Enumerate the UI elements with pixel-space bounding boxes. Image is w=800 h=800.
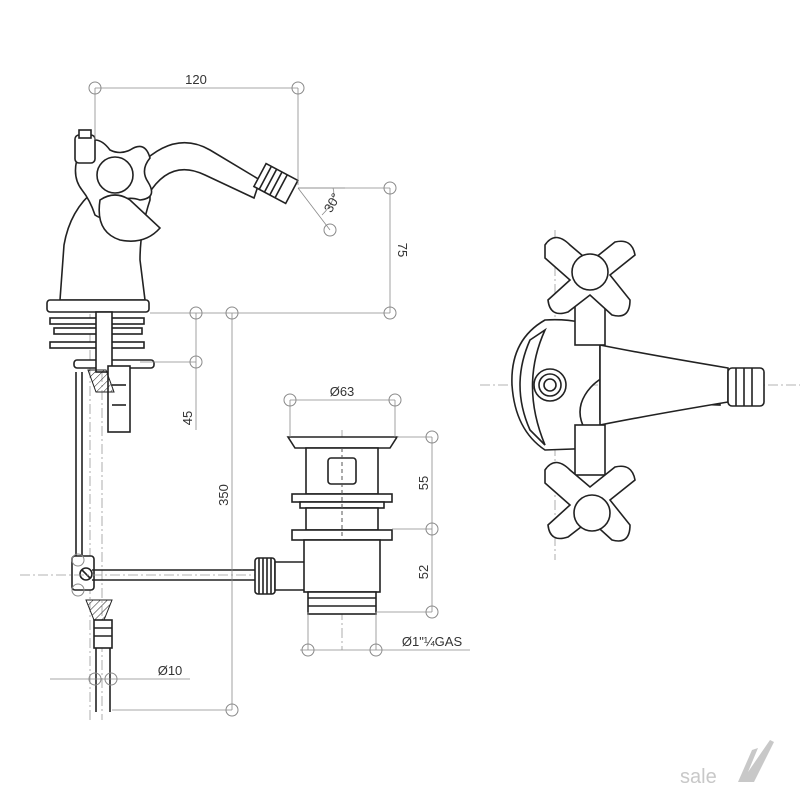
mounting-assembly xyxy=(49,311,155,433)
logo-mark-icon xyxy=(738,740,774,782)
spout xyxy=(139,142,261,200)
dim-spout-height: 75 xyxy=(395,243,410,257)
dim-waste-thread: Ø1"¼GAS xyxy=(402,634,463,649)
dim-rod-length: 350 xyxy=(216,484,231,506)
pop-up-waste xyxy=(286,430,399,650)
dimension-lines xyxy=(50,81,470,717)
cross-handle-bottom xyxy=(544,461,636,542)
dim-waste-lower-height: 52 xyxy=(416,565,431,579)
dim-spout-reach: 120 xyxy=(185,72,207,87)
logo-text: sale xyxy=(680,766,717,788)
brand-logo: sale xyxy=(680,740,774,788)
dim-waste-diameter: Ø63 xyxy=(330,384,355,399)
cross-handle-top xyxy=(544,236,636,317)
spray-head xyxy=(252,162,299,205)
dim-mount-depth: 45 xyxy=(180,411,195,425)
waste-connector xyxy=(254,557,311,595)
top-view xyxy=(480,230,800,560)
dim-spout-angle: 30° xyxy=(321,190,344,215)
side-view xyxy=(20,129,320,720)
cross-handle-side xyxy=(74,129,162,242)
dim-waste-upper-height: 55 xyxy=(416,476,431,490)
flexible-hose xyxy=(85,599,113,712)
dim-hose-diameter: Ø10 xyxy=(158,663,183,678)
